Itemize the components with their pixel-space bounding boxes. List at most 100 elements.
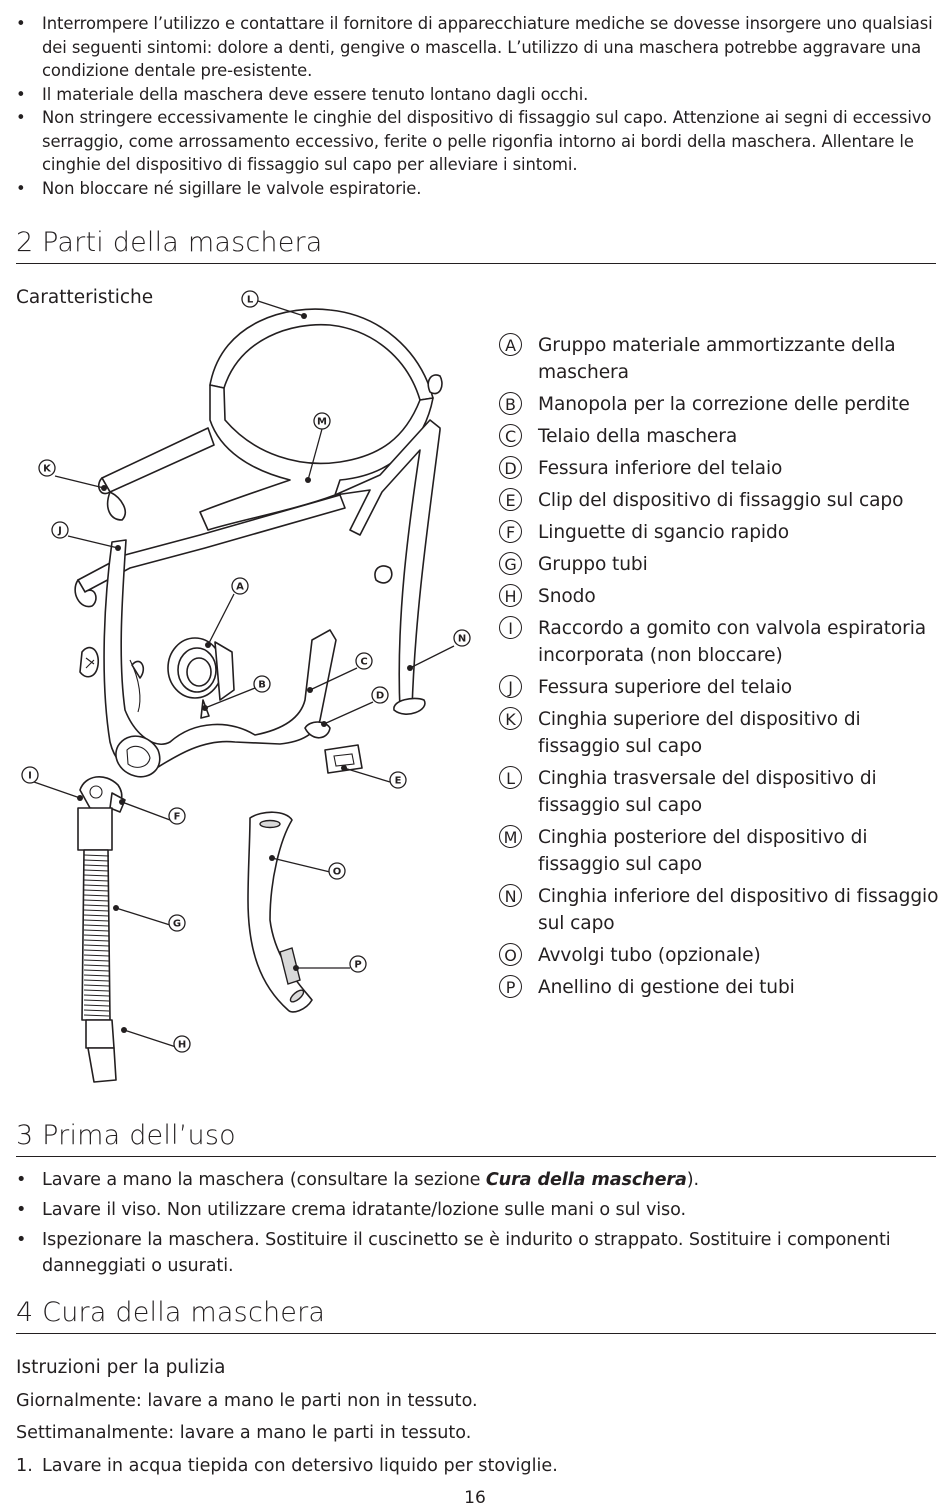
svg-text:L: L bbox=[247, 295, 254, 306]
warning-item: Il materiale della maschera deve essere … bbox=[16, 83, 936, 107]
diagram-label-C: C bbox=[355, 652, 373, 670]
legend-text: Cinghia inferiore del dispositivo di fis… bbox=[538, 886, 939, 934]
svg-text:B: B bbox=[258, 680, 266, 691]
tube-rib bbox=[83, 904, 110, 907]
features-label: Caratteristiche bbox=[16, 287, 154, 308]
before-use-text: ). bbox=[686, 1170, 700, 1190]
lower-head-strap bbox=[74, 494, 346, 608]
legend-item: A Gruppo materiale ammortizzante della ma… bbox=[499, 332, 944, 386]
diagram-label-O: O bbox=[328, 862, 346, 880]
diagram-label-G: G bbox=[168, 914, 186, 932]
tube-assembly-G bbox=[77, 807, 113, 1021]
mask-care-reference: Cura della maschera bbox=[485, 1170, 687, 1190]
before-use-item: Ispezionare la maschera. Sostituire il c… bbox=[16, 1227, 936, 1279]
tube-rib bbox=[83, 869, 110, 872]
legend-letter: M bbox=[499, 825, 522, 848]
tube-rib bbox=[83, 894, 110, 897]
legend-letter: F bbox=[499, 520, 522, 543]
legend-letter: B bbox=[499, 392, 522, 415]
mask-parts-diagram: L M K J N A B C D E I F G H O P bbox=[21, 290, 471, 1083]
tube-rib bbox=[83, 854, 110, 857]
tube-rib bbox=[83, 994, 110, 997]
legend-letter: L bbox=[499, 766, 522, 789]
legend-letter: G bbox=[499, 552, 522, 575]
warning-item: Non stringere eccessivamente le cinghie … bbox=[16, 106, 936, 177]
legend-letter: E bbox=[499, 488, 522, 511]
leader-lines bbox=[33, 300, 455, 1048]
tube-rib bbox=[83, 979, 110, 982]
crown-strap-L bbox=[209, 308, 434, 401]
page-number: 16 bbox=[464, 1488, 486, 1508]
diagram-label-P: P bbox=[349, 955, 367, 973]
legend-item: J Fessura superiore del telaio bbox=[499, 674, 944, 701]
tube-rib bbox=[83, 914, 110, 917]
tube-rib bbox=[83, 924, 110, 927]
legend-letter: K bbox=[499, 707, 522, 730]
legend-letter: H bbox=[499, 584, 522, 607]
top-strap-K bbox=[98, 427, 215, 521]
warning-item: Interrompere l’utilizzo e contattare il … bbox=[16, 12, 936, 83]
legend-letter: N bbox=[499, 884, 522, 907]
svg-text:P: P bbox=[354, 960, 361, 971]
legend-text: Telaio della maschera bbox=[538, 426, 738, 447]
diagram-label-H: H bbox=[173, 1035, 191, 1053]
diagram-label-M: M bbox=[313, 412, 331, 430]
svg-text:J: J bbox=[57, 526, 62, 537]
legend-text: Cinghia trasversale del dispositivo di f… bbox=[538, 768, 877, 816]
tube-rib bbox=[83, 919, 110, 922]
legend-text: Gruppo materiale ammortizzante della mas… bbox=[538, 335, 896, 383]
diagram-label-A: A bbox=[231, 577, 249, 595]
before-use-text: Lavare a mano la maschera (consultare la… bbox=[42, 1170, 486, 1190]
tube-rib bbox=[83, 929, 110, 932]
svg-text:G: G bbox=[173, 919, 181, 930]
diagram-label-B: B bbox=[253, 675, 271, 693]
legend-item: M Cinghia posteriore del dispositivo di f… bbox=[499, 824, 944, 878]
side-pad bbox=[79, 646, 100, 678]
before-use-item: Lavare il viso. Non utilizzare crema idr… bbox=[16, 1197, 936, 1223]
tube-rib bbox=[83, 859, 110, 862]
legend-letter: A bbox=[499, 333, 522, 356]
diagram-label-J: J bbox=[51, 521, 69, 539]
tube-rib bbox=[83, 969, 110, 972]
svg-text:I: I bbox=[28, 771, 32, 782]
legend-text: Cinghia superiore del dispositivo di fis… bbox=[538, 709, 861, 757]
legend-item: K Cinghia superiore del dispositivo di fi… bbox=[499, 706, 944, 760]
step-number: 1. bbox=[16, 1456, 33, 1476]
tube-rib bbox=[83, 984, 110, 987]
cushion-base bbox=[115, 735, 161, 778]
legend-letter: J bbox=[499, 675, 522, 698]
svg-text:E: E bbox=[395, 776, 402, 787]
cleaning-instructions-label: Istruzioni per la pulizia bbox=[16, 1357, 226, 1378]
cleaning-step-1: 1.Lavare in acqua tiepida con detersivo … bbox=[16, 1454, 558, 1478]
diagram-label-K: K bbox=[38, 459, 56, 477]
daily-instruction: Giornalmente: lavare a mano le parti non… bbox=[16, 1391, 478, 1411]
svg-text:F: F bbox=[174, 812, 181, 823]
diagram-label-E: E bbox=[389, 771, 407, 789]
tube-rib bbox=[83, 1014, 110, 1017]
legend-letter: I bbox=[499, 616, 522, 639]
diagram-label-L: L bbox=[241, 290, 259, 308]
legend-item: L Cinghia trasversale del dispositivo di … bbox=[499, 765, 944, 819]
legend-text: Fessura superiore del telaio bbox=[538, 677, 793, 698]
legend-text: Cinghia posteriore del dispositivo di fi… bbox=[538, 827, 868, 875]
tube-rib bbox=[83, 964, 110, 967]
tube-rib bbox=[83, 949, 110, 952]
legend-text: Avvolgi tubo (opzionale) bbox=[538, 945, 761, 966]
tube-rib bbox=[83, 944, 110, 947]
legend-letter: D bbox=[499, 456, 522, 479]
tube-rib bbox=[83, 1009, 110, 1012]
legend-text: Gruppo tubi bbox=[538, 554, 648, 575]
tube-rib bbox=[83, 989, 110, 992]
headgear-clip-E bbox=[324, 744, 363, 774]
before-use-item: Lavare a mano la maschera (consultare la… bbox=[16, 1167, 936, 1193]
diagram-label-D: D bbox=[371, 686, 389, 704]
before-use-list: Lavare a mano la maschera (consultare la… bbox=[16, 1167, 936, 1283]
tube-rib bbox=[83, 909, 110, 912]
tube-wrap-O bbox=[247, 811, 313, 1013]
rear-strap-M bbox=[199, 384, 434, 531]
diagram-labels: L M K J N A B C D E I F G H O P bbox=[21, 290, 471, 1053]
